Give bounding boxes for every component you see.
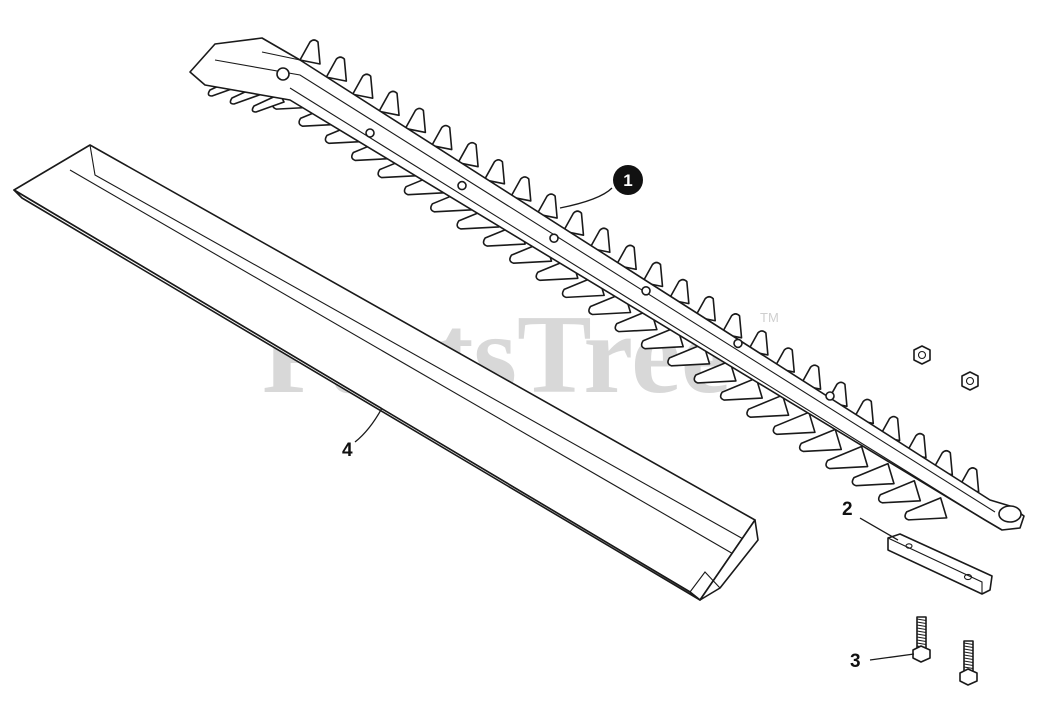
callout-2-label: 2 bbox=[842, 499, 853, 520]
blade-rivet bbox=[641, 285, 651, 296]
callout-3-label: 3 bbox=[850, 651, 861, 672]
blade-teeth-upper bbox=[299, 39, 980, 493]
blade-tooth-lower bbox=[877, 479, 922, 504]
blade-tooth-lower bbox=[904, 497, 948, 521]
nut-left bbox=[913, 345, 931, 365]
blade-rivet bbox=[825, 391, 835, 401]
blade-bar-edge bbox=[214, 59, 996, 513]
nut-right bbox=[961, 371, 979, 391]
blade-tooth-lower bbox=[798, 428, 843, 453]
watermark-trademark: TM bbox=[760, 310, 779, 325]
blade-plate[interactable] bbox=[887, 533, 993, 595]
blade-tooth-upper bbox=[430, 124, 453, 151]
blade-tooth-upper bbox=[509, 176, 532, 202]
blade-tooth-upper bbox=[457, 141, 479, 168]
callout-1: 1 bbox=[559, 165, 643, 209]
blade-rivet bbox=[733, 338, 743, 349]
blade-tooth-upper bbox=[641, 261, 664, 288]
blade-rivet bbox=[549, 233, 559, 243]
blade-rivets bbox=[365, 128, 835, 401]
blade-tooth-lower bbox=[772, 411, 816, 436]
bolt-left bbox=[912, 616, 931, 663]
blade-tooth-upper bbox=[325, 56, 348, 82]
callout-1-label: 1 bbox=[623, 171, 632, 190]
blade-tooth-lower bbox=[851, 462, 895, 487]
blade-tooth-upper bbox=[562, 210, 585, 236]
blade-head-screw bbox=[276, 67, 290, 81]
blade-tooth-lower bbox=[825, 445, 869, 470]
blade-tooth-upper bbox=[299, 39, 321, 65]
blade-tooth-upper bbox=[404, 107, 427, 134]
blade-tooth-upper bbox=[483, 159, 506, 185]
callout-4: 4 bbox=[342, 407, 383, 461]
blade-guard[interactable] bbox=[13, 144, 759, 601]
blade-tooth-upper bbox=[351, 73, 374, 100]
blade-pivot bbox=[998, 505, 1022, 523]
bolt-right bbox=[959, 640, 978, 686]
nuts[interactable] bbox=[913, 345, 979, 391]
bolts[interactable] bbox=[912, 616, 978, 686]
blade-rivet bbox=[457, 180, 467, 191]
blade-rivet bbox=[365, 128, 375, 138]
callout-3: 3 bbox=[850, 651, 915, 672]
blade-tooth-lower bbox=[746, 394, 790, 418]
blade-tooth-lower bbox=[251, 93, 285, 113]
callout-2: 2 bbox=[842, 499, 899, 541]
blade-tooth-upper bbox=[378, 90, 400, 117]
blade-tooth-upper bbox=[589, 227, 611, 254]
blade-tooth-lower bbox=[719, 377, 764, 401]
callout-4-label: 4 bbox=[342, 440, 353, 461]
blade-bar bbox=[189, 37, 1025, 531]
blade-tooth-upper bbox=[536, 193, 558, 219]
blade-assembly[interactable] bbox=[189, 37, 1025, 531]
blade-tooth-lower bbox=[693, 360, 737, 384]
blade-tooth-upper bbox=[615, 244, 637, 271]
blade-tooth-lower bbox=[667, 343, 711, 367]
